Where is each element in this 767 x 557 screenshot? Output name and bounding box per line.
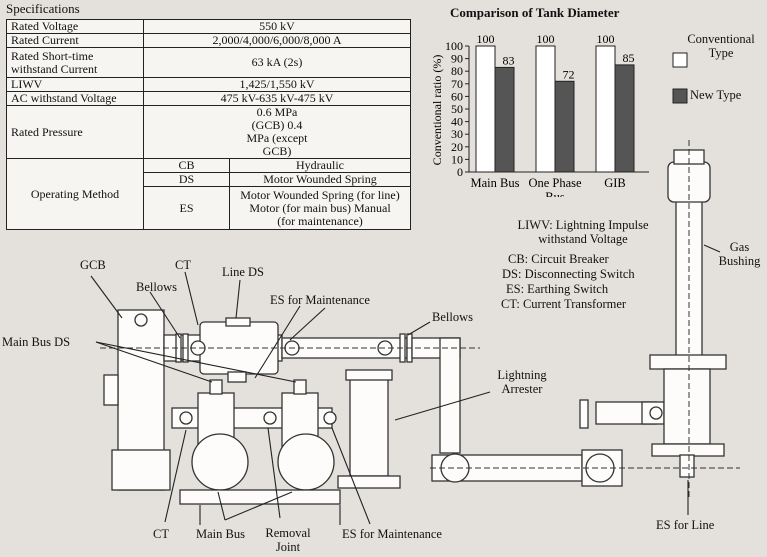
bar-value-label: 83 xyxy=(503,53,515,67)
y-tick-label: 10 xyxy=(451,152,463,166)
label-main-bus: Main Bus xyxy=(196,527,245,541)
legend-swatch-conventional xyxy=(672,52,688,68)
y-tick-label: 80 xyxy=(451,64,463,78)
x-tick-label: Main Bus xyxy=(471,176,520,190)
bar-value-label: 85 xyxy=(623,51,635,65)
label-es-for-line: ES for Line xyxy=(656,518,715,532)
abbrev-ct: CT: Current Transformer xyxy=(501,297,627,311)
spec-label: Rated Short-time withstand Current xyxy=(6,47,144,78)
label-ct-top: CT xyxy=(175,258,191,272)
bar-new xyxy=(614,64,635,173)
y-tick-label: 70 xyxy=(451,77,463,91)
label-es-maintenance-bottom: ES for Maintenance xyxy=(342,527,442,541)
x-tick-label: One Phase xyxy=(528,176,582,190)
bar-new xyxy=(554,80,575,173)
label-gcb: GCB xyxy=(80,258,106,272)
operating-label: Operating Method xyxy=(6,158,144,230)
tank-diameter-chart: Conventional ratio (%) 01020304050607080… xyxy=(430,32,688,197)
bar-value-label: 100 xyxy=(597,32,615,46)
spec-value: 63 kA (2s) xyxy=(143,47,411,78)
spec-label: Rated Pressure xyxy=(6,105,144,159)
x-tick-label: Bus xyxy=(545,190,565,197)
y-tick-label: 20 xyxy=(451,140,463,154)
legend-label-new: New Type xyxy=(690,88,742,102)
bar-value-label: 100 xyxy=(477,32,495,46)
label-es-maintenance-top: ES for Maintenance xyxy=(270,293,370,307)
legend-swatch-new xyxy=(672,88,688,104)
label-line-ds: Line DS xyxy=(222,265,265,279)
label-bellows-right: Bellows xyxy=(432,310,473,324)
op-value: Motor Wounded Spring (for line) Motor (f… xyxy=(229,186,411,230)
y-tick-label: 100 xyxy=(445,39,463,53)
y-tick-label: 50 xyxy=(451,102,463,116)
bar-value-label: 100 xyxy=(537,32,555,46)
lightning-arrester-body xyxy=(349,377,389,477)
y-axis-label: Conventional ratio (%) xyxy=(430,55,444,166)
abbrev-ds: DS: Disconnecting Switch xyxy=(502,267,635,281)
legend-label-conventional: Conventional Type xyxy=(687,32,755,60)
y-tick-label: 40 xyxy=(451,115,463,129)
op-code: ES xyxy=(143,186,230,230)
spec-title: Specifications xyxy=(6,1,80,16)
riser-pipe xyxy=(439,337,461,454)
bar-new xyxy=(494,66,515,173)
abbrev-cb: CB: Circuit Breaker xyxy=(508,252,609,266)
label-main-bus-ds: Main Bus DS xyxy=(2,335,71,349)
main-bus-tank-left xyxy=(191,433,249,491)
abbrev-liwv: LIWV: Lightning Impulse withstand Voltag… xyxy=(517,218,649,246)
spec-value: 1,425/1,550 kV xyxy=(143,77,411,92)
label-ct-bottom: CT xyxy=(153,527,169,541)
y-tick-label: 60 xyxy=(451,89,463,103)
main-bus-tank-right xyxy=(277,433,335,491)
y-tick-label: 90 xyxy=(451,52,463,66)
x-tick-label: GIB xyxy=(604,176,626,190)
bar-value-label: 72 xyxy=(563,67,575,81)
spec-value: 0.6 MPa (GCB) 0.4 MPa (except GCB) xyxy=(143,105,411,159)
y-tick-label: 30 xyxy=(451,127,463,141)
label-bellows-left: Bellows xyxy=(136,280,177,294)
label-lightning-arrester: Lightning Arrester xyxy=(497,368,547,396)
bushing-tank xyxy=(663,368,711,445)
chart-title: Comparison of Tank Diameter xyxy=(450,5,620,20)
label-removal-joint: Removal Joint xyxy=(265,526,311,554)
label-gas-bushing: Gas Bushing xyxy=(718,240,761,268)
abbrev-es: ES: Earthing Switch xyxy=(506,282,609,296)
y-tick-label: 0 xyxy=(457,165,463,179)
spec-value: 2,000/4,000/6,000/8,000 A xyxy=(143,33,411,48)
